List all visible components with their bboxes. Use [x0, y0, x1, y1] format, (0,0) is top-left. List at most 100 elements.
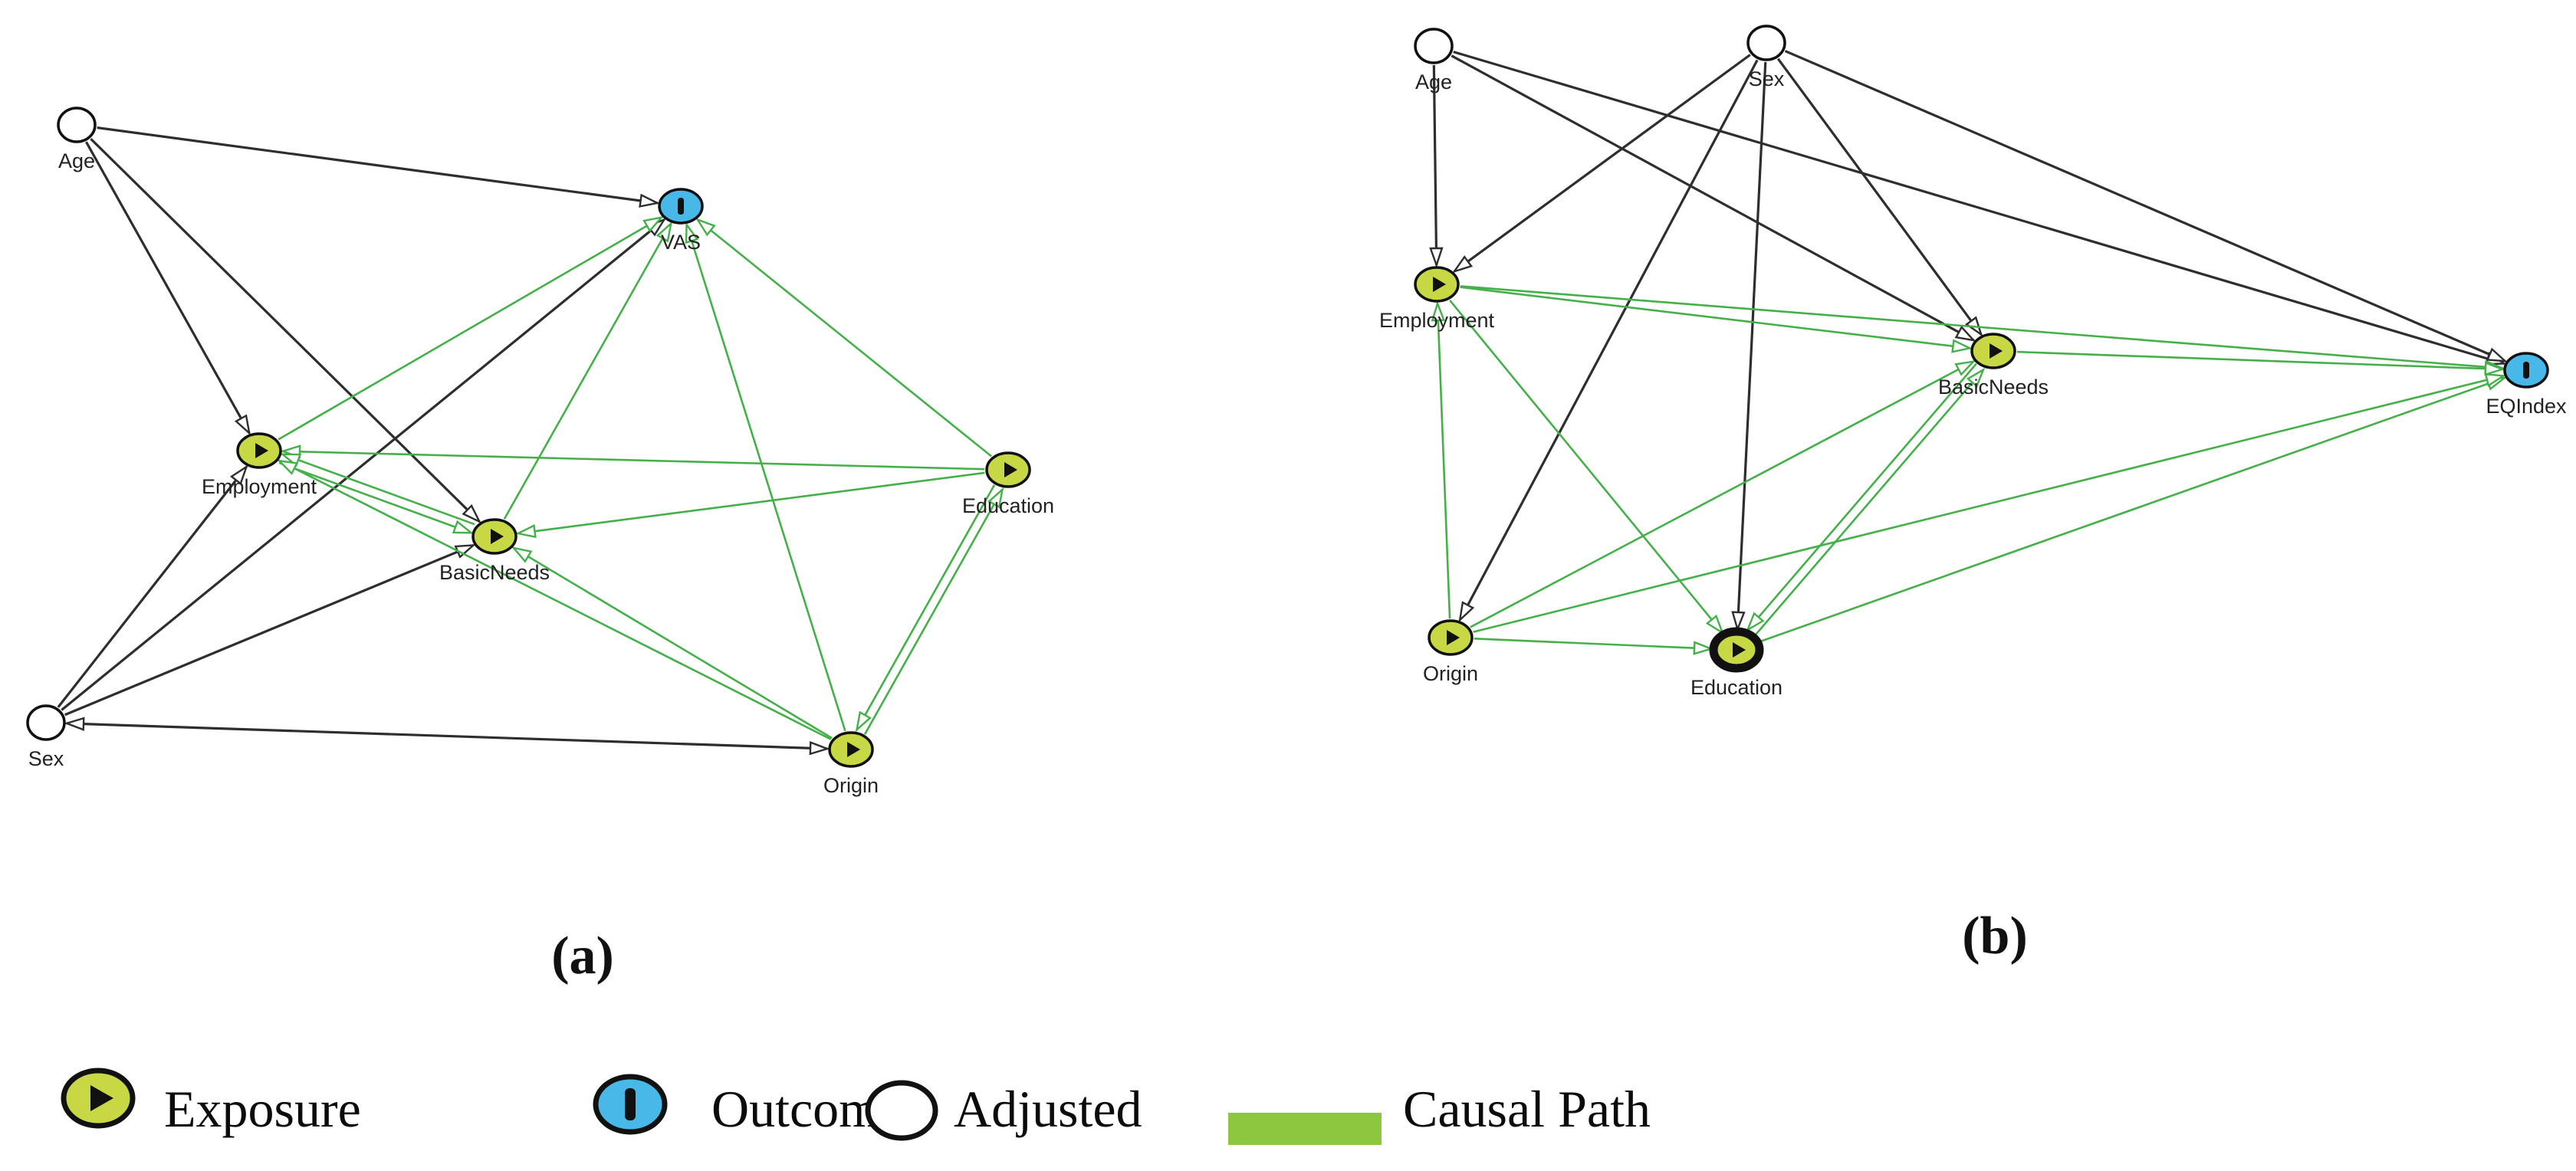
node-label: Origin	[1423, 662, 1478, 685]
node-education-b[interactable]: Education	[1691, 627, 1783, 699]
edge-Education-BasicNeeds	[514, 471, 985, 539]
arrowhead	[234, 414, 251, 436]
edge-Education-Origin	[855, 484, 996, 733]
arrowhead	[1954, 325, 1976, 342]
arrowhead	[656, 221, 673, 243]
play-icon	[1447, 630, 1460, 645]
play-icon	[491, 529, 504, 544]
node-eqindex-b[interactable]: EQIndex	[2486, 352, 2567, 418]
edge-Origin-Employment	[276, 459, 832, 740]
edge-Age-EQIndex	[1453, 51, 2507, 366]
edge-Sex-VAS	[61, 218, 667, 711]
edge-Employment-BasicNeeds	[1460, 286, 1973, 353]
arrowhead	[462, 503, 482, 524]
edge-Education-Employment	[280, 444, 985, 471]
arrowhead	[855, 710, 872, 733]
arrowhead	[276, 459, 299, 475]
causal-path-swatch	[1228, 1113, 1382, 1145]
play-icon	[255, 443, 268, 458]
node-label: VAS	[661, 231, 701, 254]
edge-Education-EQIndex	[1759, 376, 2508, 643]
edge-Age-VAS	[97, 126, 661, 208]
arrowhead	[987, 487, 1004, 509]
play-icon	[1990, 343, 2003, 359]
edge-Sex-BasicNeeds	[64, 543, 476, 717]
arrowhead	[452, 520, 475, 534]
node-label: Age	[58, 149, 95, 172]
edge-Age-Employment	[85, 141, 251, 436]
outcome-legend-icon	[593, 1074, 668, 1135]
arrowhead	[1429, 247, 1444, 268]
arrowhead	[1693, 641, 1714, 655]
arrowhead	[64, 717, 85, 731]
edge-Age-Employment	[1429, 64, 1444, 268]
edge-Employment-VAS	[278, 215, 665, 441]
arrowhead	[2484, 361, 2505, 376]
edge-Origin-EQIndex	[1473, 373, 2507, 633]
node-basicneeds-b[interactable]: BasicNeeds	[1938, 333, 2049, 399]
edge-Origin-Employment	[1431, 300, 1451, 619]
node-origin-b[interactable]: Origin	[1423, 619, 1478, 685]
exposure-legend-icon	[61, 1068, 136, 1129]
arrowhead	[685, 221, 699, 244]
play-icon	[1433, 277, 1446, 292]
node-label: Age	[1415, 71, 1452, 93]
node-age-a[interactable]: Age	[57, 107, 97, 172]
causal-path-legend-label: Causal Path	[1403, 1080, 1651, 1138]
edge-BasicNeeds-VAS	[503, 221, 673, 520]
arrowhead	[642, 215, 665, 233]
edge-Education-VAS	[695, 218, 992, 458]
edge-Origin-BasicNeeds	[511, 546, 833, 740]
node-label: Education	[962, 494, 1054, 517]
edge-BasicNeeds-EQIndex	[2016, 350, 2505, 376]
play-icon	[1733, 642, 1746, 658]
arrowhead	[695, 218, 716, 237]
play-icon	[847, 742, 860, 757]
node-label: Origin	[823, 774, 879, 797]
edge-Employment-BasicNeeds	[278, 461, 475, 534]
node-age-b[interactable]: Age	[1414, 28, 1454, 93]
edge-Employment-Education	[1449, 299, 1725, 635]
arrowhead	[1731, 611, 1746, 632]
node-employment-a[interactable]: Employment	[202, 432, 317, 498]
arrowhead	[1954, 359, 1976, 376]
edge-Sex-EQIndex	[1784, 50, 2509, 362]
arrowhead	[1705, 614, 1725, 635]
arrowhead	[229, 464, 248, 486]
edge-Sex-Origin	[1458, 59, 1759, 623]
edge-Age-BasicNeeds	[1451, 54, 1976, 342]
exposure-legend-label: Exposure	[164, 1080, 361, 1138]
arrowhead	[1951, 339, 1973, 353]
node-label: EQIndex	[2486, 395, 2567, 418]
arrowhead	[1745, 612, 1765, 632]
node-vas-a[interactable]: VAS	[658, 188, 704, 254]
panel-b-caption: (b)	[1962, 907, 2028, 966]
edge-Origin-Education	[863, 487, 1004, 735]
arrowhead	[514, 523, 537, 539]
panel-a-caption: (a)	[551, 927, 614, 986]
adjusted-legend-icon	[865, 1080, 938, 1141]
bar-icon	[678, 198, 684, 215]
arrowhead	[1966, 367, 1986, 388]
node-education-a[interactable]: Education	[962, 451, 1054, 517]
node-label: BasicNeeds	[439, 561, 550, 584]
edge-Education-BasicNeeds	[1753, 367, 1986, 637]
node-label: Sex	[28, 747, 64, 770]
node-basicneeds-a[interactable]: BasicNeeds	[439, 518, 550, 584]
node-sex-b[interactable]: Sex	[1746, 25, 1786, 90]
node-label: Employment	[1379, 309, 1495, 332]
arrowhead	[1431, 300, 1446, 322]
node-label: BasicNeeds	[1938, 376, 2049, 399]
node-employment-b[interactable]: Employment	[1379, 266, 1495, 332]
arrowhead	[2484, 373, 2507, 387]
arrowhead	[1458, 601, 1475, 623]
node-label: Sex	[1749, 67, 1785, 90]
edge-Sex-BasicNeeds	[1776, 57, 1983, 337]
node-sex-a[interactable]: Sex	[26, 704, 66, 770]
arrowhead	[511, 546, 533, 563]
arrowhead	[639, 193, 661, 208]
edge-Origin-Education	[1474, 638, 1714, 655]
node-origin-a[interactable]: Origin	[823, 731, 879, 797]
